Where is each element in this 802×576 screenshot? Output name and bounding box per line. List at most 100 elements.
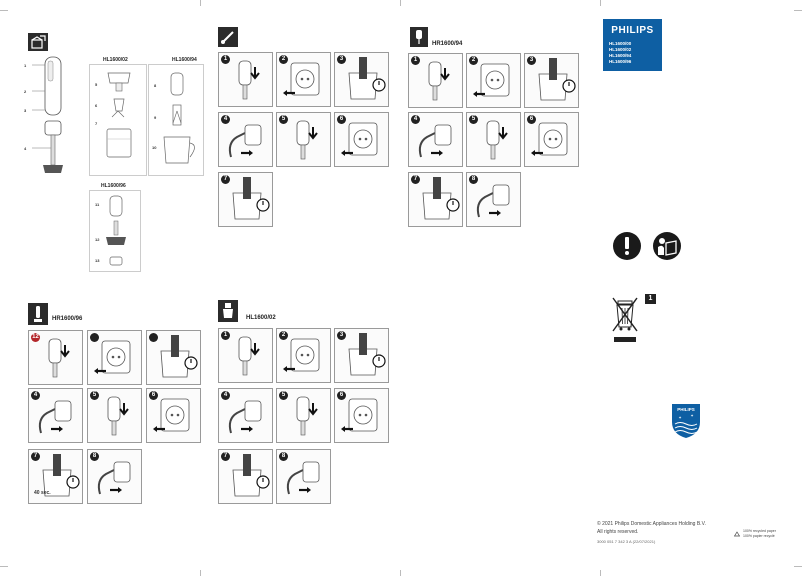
step-illustration [153,398,190,432]
hr96-step: 7 [28,449,83,504]
step-illustration [283,62,320,96]
crop-mark [400,570,401,576]
hl02-step: 8 [276,449,331,504]
step-illustration [94,340,131,374]
blender-step: 1 [218,52,273,107]
step-illustration [228,124,262,158]
step-illustration [228,400,262,434]
crop-mark [600,570,601,576]
crop-mark [200,570,201,576]
hl02-step: 1 [218,328,273,383]
hr94-section-icon [410,27,428,47]
doc-code: 3000 051 7 342 3 A (22/07/2021) [597,539,656,544]
model-item: HL1600/00 [609,41,632,46]
step-illustration [418,124,452,158]
timer-label: 40 sec. [34,490,51,496]
step-number [90,333,99,342]
blender-section-icon [218,27,238,47]
part-number: 4 [24,146,27,151]
part-number: 11 [95,202,100,207]
part-number: 5 [95,82,98,87]
step-illustration [531,122,568,156]
hr94-step: 5 [466,112,521,167]
step-number: 5 [279,115,288,124]
hr96-step: 5 [87,388,142,443]
step-number: 7 [31,452,40,461]
hr96-step: 12 [28,330,83,385]
crop-mark [0,10,8,11]
step-number: 5 [279,391,288,400]
hl02-step: 3 [334,328,389,383]
step-number: 5 [90,391,99,400]
crop-mark [400,0,401,6]
part-number: 10 [152,145,157,150]
step-illustration [341,398,378,432]
rights-text: All rights reserved. [597,529,639,535]
warning-icon [613,232,641,260]
recycle-icon [733,531,741,537]
step-number: 4 [31,391,40,400]
hr94-step: 7 [408,172,463,227]
hl02-section-icon [218,300,238,322]
hr94-step: 4 [408,112,463,167]
step-illustration [296,396,318,436]
hl94-accessory-box [148,64,204,176]
step-illustration [107,396,129,436]
hl02-step: 2 [276,328,331,383]
part-number: 7 [95,121,98,126]
step-number: 2 [279,55,288,64]
step-illustration [48,338,70,378]
step-number: 4 [221,391,230,400]
step-illustration [283,338,320,372]
blender-step: 6 [334,112,389,167]
step-illustration [486,120,508,160]
hr96-step: 6 [146,388,201,443]
hr94-step: 8 [466,172,521,227]
model-label-hl02: HL1600/02 [103,57,128,63]
recycle-text-1: 100% recycled paper [743,529,776,533]
hl02-accessory-box [89,64,147,176]
step-number: 6 [527,115,536,124]
step-number: 2 [279,331,288,340]
blender-step: 5 [276,112,331,167]
step-number: 12 [31,333,40,342]
weee-bin-icon [612,297,638,342]
read-manual-icon [653,232,681,260]
crop-mark [600,0,601,6]
hr94-step: 2 [466,53,521,108]
hl02-step: 6 [334,388,389,443]
hr96-step: 4 [28,388,83,443]
step-number: 7 [411,175,420,184]
part-number: 6 [95,103,98,108]
hand-blender-illustration [32,56,63,173]
recycle-text-2: 100% papier recyclé [743,534,775,538]
hr96-section-icon [28,303,48,325]
note-badge: 1 [645,294,656,304]
blender-step: 3 [334,52,389,107]
step-number [149,333,158,342]
part-number: 2 [24,89,27,94]
step-illustration [160,335,198,378]
step-number: 8 [279,452,288,461]
model-item: HL1600/02 [609,47,632,52]
blender-step: 4 [218,112,273,167]
philips-logo-box: PHILIPS HL1600/00 HL1600/02 HL1600/94 HL… [603,19,662,71]
package-icon [28,33,48,51]
hr96-step [87,330,142,385]
model-item: HL1600/94 [609,53,632,58]
hr94-step: 3 [524,53,579,108]
step-illustration [422,177,460,220]
blender-step: 7 [218,172,273,227]
step-illustration [97,461,131,495]
step-illustration [473,63,510,97]
step-illustration [232,454,270,497]
step-illustration [341,122,378,156]
hr94-step: 6 [524,112,579,167]
svg-text:✦: ✦ [690,413,694,418]
hr96-step: 8 [87,449,142,504]
crop-mark [794,566,802,567]
crop-mark [794,10,802,11]
step-illustration [476,184,510,218]
step-illustration [348,57,386,100]
part-number: 13 [95,258,100,263]
